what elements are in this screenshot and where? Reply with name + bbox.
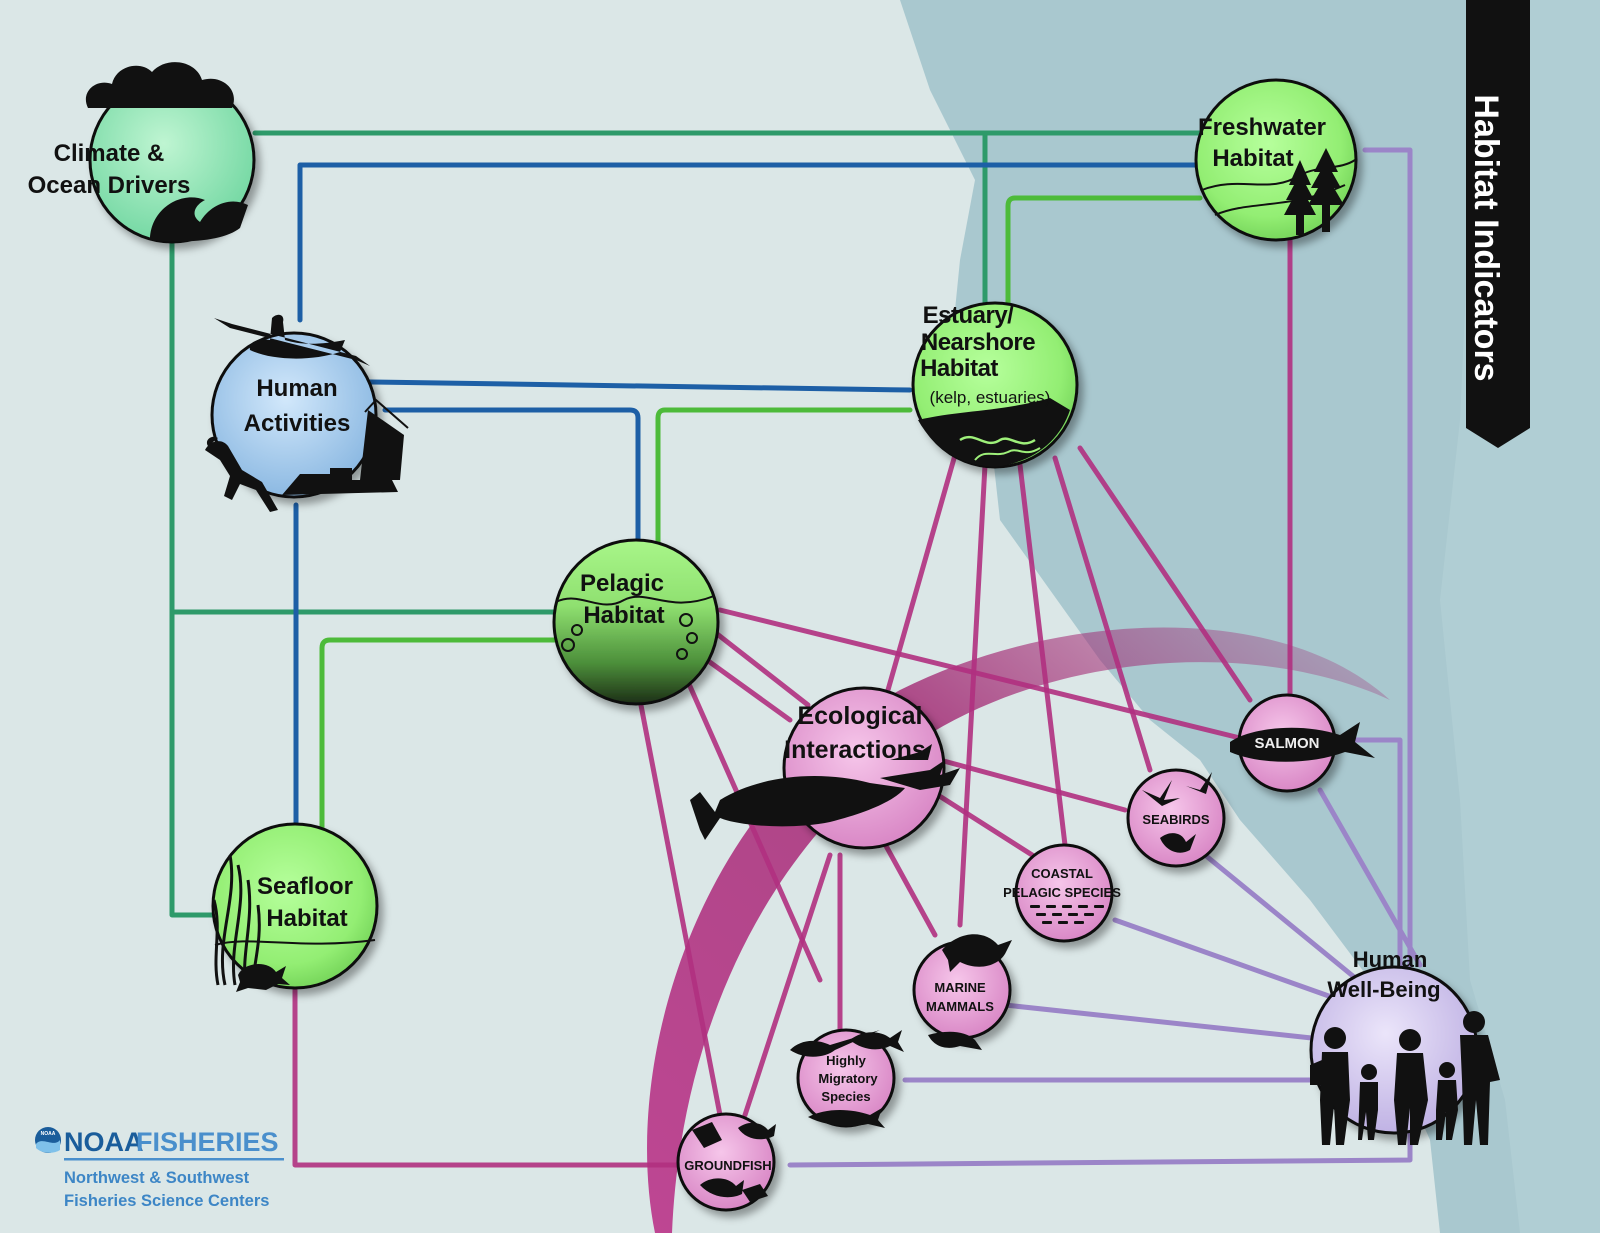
shark-icon [808,1108,885,1128]
node-coastal-pelagic-species[interactable]: COASTAL PELAGIC SPECIES [1003,843,1121,943]
ecological-label-2: Interactions [784,736,926,764]
well-being-label-1: Human [1353,947,1428,972]
family-silhouette-icon [1310,1011,1500,1145]
node-estuary-nearshore-habitat[interactable]: Estuary/ Nearshore Habitat (kelp, estuar… [911,301,1079,469]
seafloor-label-1: Seafloor [257,873,353,900]
groundfish-icon [692,1122,776,1202]
highly-migratory-label-2: Migratory [818,1071,878,1086]
freshwater-label-2: Habitat [1212,145,1293,172]
well-being-label-2: Well-Being [1327,977,1440,1002]
fish-school-icon [1030,905,1104,924]
node-highly-migratory-species[interactable]: Highly Migratory Species [790,1028,904,1128]
crab-icon [236,964,290,992]
node-seabirds[interactable]: SEABIRDS [1126,768,1226,868]
highly-migratory-label-1: Highly [826,1053,866,1068]
coastal-pelagic-label-2: PELAGIC SPECIES [1003,885,1121,900]
connection-lines [169,130,1423,1168]
tuna-icon [850,1030,904,1052]
banner-title: Habitat Indicators [1467,94,1505,381]
node-ecological-interactions[interactable]: Ecological Interactions [690,686,960,850]
salmon-label: SALMON [1255,735,1320,752]
pine-trees-icon [1284,148,1344,235]
logo-subtitle-1: Northwest & Southwest [64,1169,250,1187]
logo-brand-noaa: NOAA [64,1127,144,1157]
diver-icon [205,436,278,512]
node-pelagic-habitat[interactable]: Pelagic Habitat [552,538,720,706]
node-human-activities[interactable]: Human Activities [205,314,409,512]
climate-label-1: Climate & [54,140,165,167]
seabirds-icon [1142,772,1212,853]
seafloor-label-2: Habitat [266,905,347,932]
seal-icon [928,1031,982,1050]
marine-mammals-label-2: MAMMALS [926,999,994,1014]
estuary-label-1: Estuary/ [923,302,1015,329]
human-activities-label-2: Activities [244,410,351,437]
swordfish-icon [790,1030,880,1057]
estuary-landscape-icon [918,398,1070,467]
bubbles-icon [561,613,698,660]
coastal-pelagic-label-1: COASTAL [1031,866,1093,881]
fish-silhouette-icon [690,776,905,840]
node-human-well-being[interactable]: Human Well-Being [1309,947,1500,1145]
pelagic-label-1: Pelagic [580,570,664,597]
dolphin-icon [942,934,1012,972]
wave-icon [150,197,248,242]
salmon-icon [1230,722,1375,762]
habitat-indicators-banner: Habitat Indicators [1466,0,1530,448]
climate-label-2: Ocean Drivers [28,172,191,199]
highly-migratory-label-3: Species [821,1089,870,1104]
noaa-fisheries-logo: NOAA NOAA FISHERIES Northwest & Southwes… [35,1127,284,1210]
groundfish-label: GROUNDFISH [684,1158,771,1173]
node-freshwater-habitat[interactable]: Freshwater Habitat [1194,78,1358,242]
logo-subtitle-2: Fisheries Science Centers [64,1192,269,1210]
fishing-boat-icon [282,410,404,495]
freshwater-label-1: Freshwater [1198,114,1326,141]
node-climate-ocean-drivers[interactable]: Climate & Ocean Drivers [28,62,256,244]
estuary-label-4: (kelp, estuaries) [930,388,1051,407]
noaa-seal-text: NOAA [41,1131,56,1137]
node-marine-mammals[interactable]: MARINE MAMMALS [912,934,1012,1050]
node-seafloor-habitat[interactable]: Seafloor Habitat [211,822,379,992]
estuary-label-2: Nearshore [921,329,1035,356]
ecological-label-1: Ecological [797,702,922,730]
node-groundfish[interactable]: GROUNDFISH [676,1112,776,1212]
seabirds-label: SEABIRDS [1142,812,1210,827]
node-salmon[interactable]: SALMON [1230,693,1375,793]
coastline-water [900,0,1600,1233]
human-activities-label-1: Human [256,375,337,402]
storm-cloud-icon [85,62,234,108]
pelagic-label-2: Habitat [583,602,664,629]
kayaker-icon [214,314,370,366]
marine-mammals-label-1: MARINE [934,980,986,995]
estuary-label-3: Habitat [920,355,998,382]
logo-brand-fisheries: FISHERIES [136,1127,279,1157]
